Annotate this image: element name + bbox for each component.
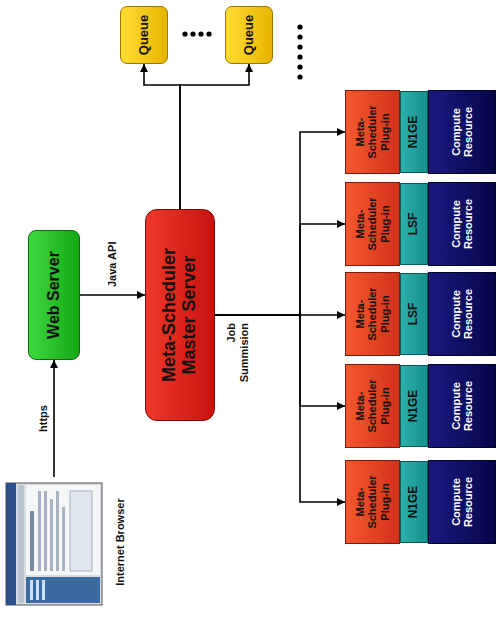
connector xyxy=(144,64,180,209)
compute-box: Compute Resource xyxy=(428,460,496,544)
compute-box: Compute Resource xyxy=(428,182,496,266)
plugin-box: Meta-Scheduler Plug-in xyxy=(345,460,400,544)
node-text: Meta-Scheduler Plug-in xyxy=(354,465,390,539)
node-text: LSF xyxy=(407,213,420,236)
node-text: Meta-Scheduler Plug-in xyxy=(354,369,390,443)
scheduler-box: N1GE xyxy=(400,91,428,173)
node-text: Compute Resource xyxy=(450,187,474,261)
trunk-label: Job Summision xyxy=(225,321,250,387)
node-text: Queue xyxy=(242,15,256,55)
node-text: Compute Resource xyxy=(450,369,474,443)
browser-screenshot xyxy=(6,483,102,605)
connector xyxy=(215,315,345,502)
plugin-box: Meta-Scheduler Plug-in xyxy=(345,90,400,174)
node-text: Meta-Scheduler Plug-in xyxy=(354,95,390,169)
node-text: Compute Resource xyxy=(450,95,474,169)
queue-box: Queue xyxy=(225,6,273,64)
master-server-box: Meta-Scheduler Master Server xyxy=(145,209,215,421)
browser-node: Internet Browser xyxy=(4,477,128,607)
scheduler-box: N1GE xyxy=(400,461,428,543)
plugin-box: Meta-Scheduler Plug-in xyxy=(345,182,400,266)
scheduler-box: LSF xyxy=(400,183,428,265)
compute-box: Compute Resource xyxy=(428,272,496,356)
edge-label: Java API xyxy=(106,240,119,289)
compute-box: Compute Resource xyxy=(428,364,496,448)
ellipsis-dots xyxy=(297,24,302,79)
scheduler-box: LSF xyxy=(400,273,428,355)
node-text: Compute Resource xyxy=(450,277,474,351)
node-text: N1GE xyxy=(407,116,420,149)
connector xyxy=(215,315,345,406)
web-server-box: Web Server xyxy=(28,230,80,360)
ellipsis-dots xyxy=(182,31,211,36)
node-text: Meta-Scheduler Master Server xyxy=(160,235,200,395)
node-text: Internet Browser xyxy=(114,498,126,585)
node-text: LSF xyxy=(407,303,420,326)
plugin-box: Meta-Scheduler Plug-in xyxy=(345,272,400,356)
edge-label: https xyxy=(37,403,50,434)
connector xyxy=(215,224,345,315)
node-text: N1GE xyxy=(407,390,420,423)
plugin-box: Meta-Scheduler Plug-in xyxy=(345,364,400,448)
compute-box: Compute Resource xyxy=(428,90,496,174)
connector xyxy=(215,132,345,315)
connector xyxy=(53,360,55,477)
scheduler-box: N1GE xyxy=(400,365,428,447)
node-text: N1GE xyxy=(407,486,420,519)
node-text: Meta-Scheduler Plug-in xyxy=(354,187,390,261)
connector xyxy=(80,294,145,296)
node-text: Meta-Scheduler Plug-in xyxy=(354,277,390,351)
node-text: Queue xyxy=(137,15,151,55)
node-text: Compute Resource xyxy=(450,465,474,539)
connector xyxy=(180,64,249,209)
node-text: Web Server xyxy=(45,251,63,339)
queue-box: Queue xyxy=(120,6,168,64)
